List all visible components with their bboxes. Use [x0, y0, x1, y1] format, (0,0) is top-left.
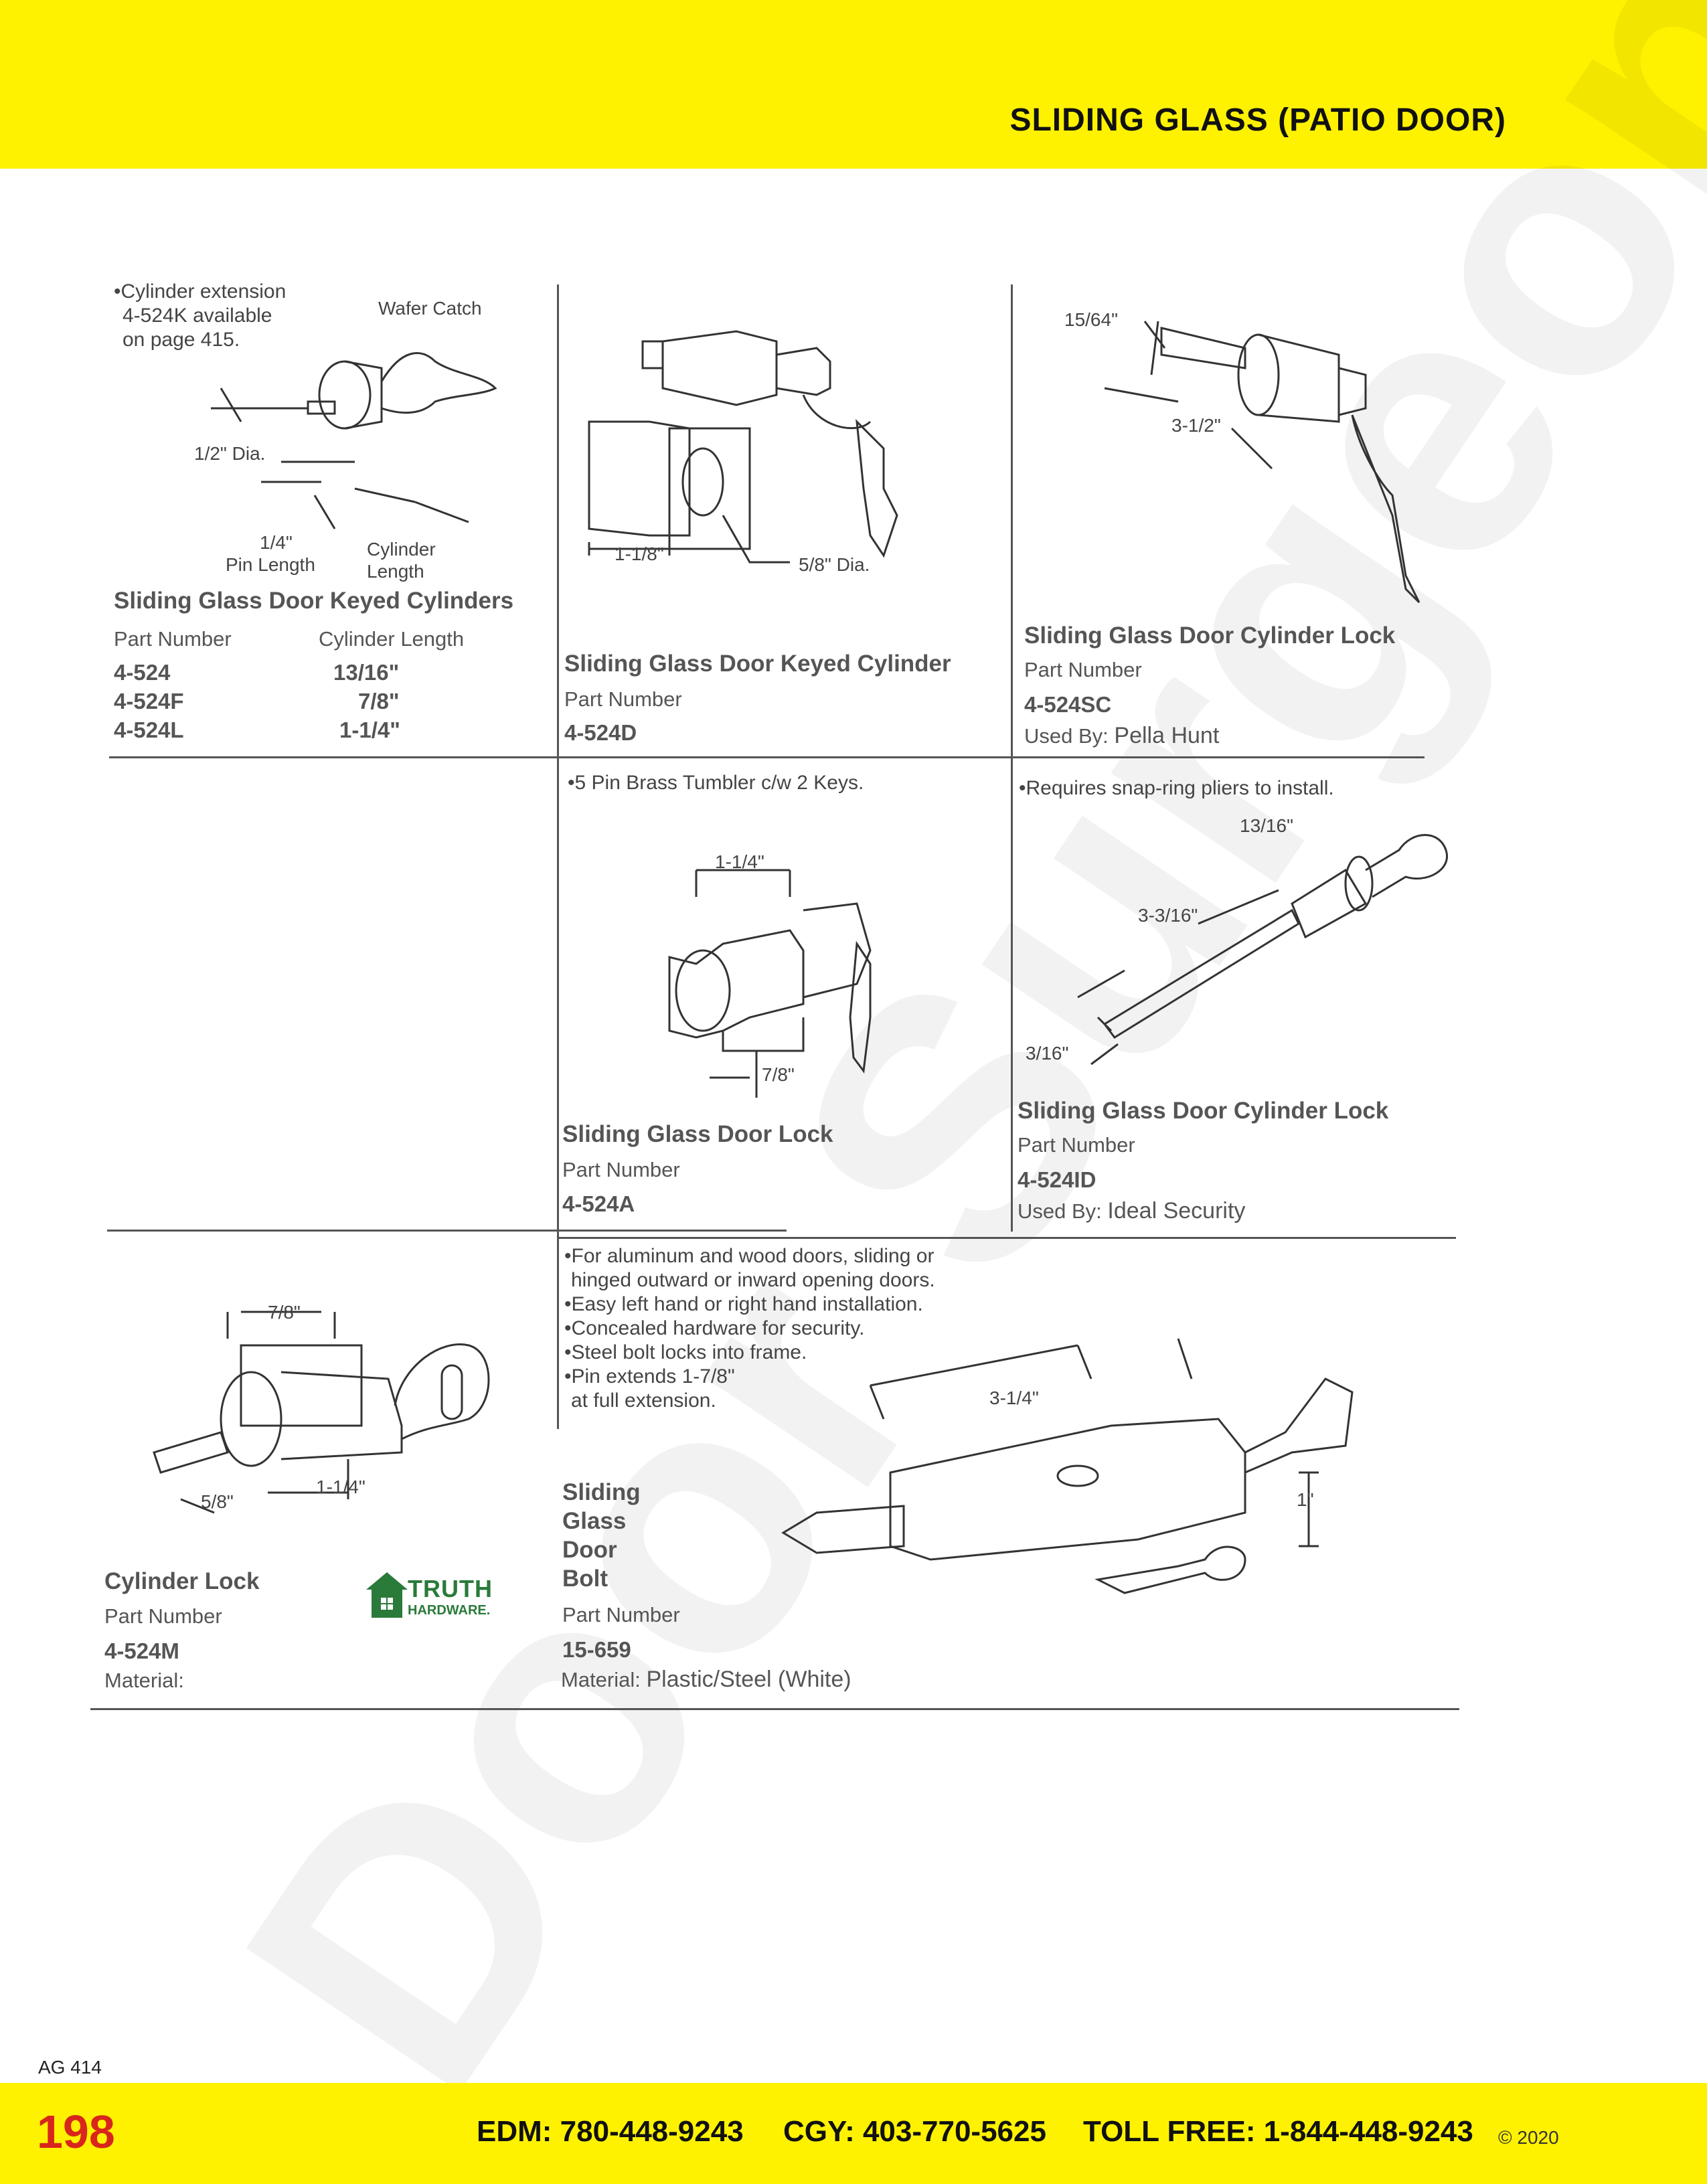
- phone-toll-free: TOLL FREE: 1-844-448-9243: [1083, 2115, 1473, 2148]
- used-by-label: Used By:: [1018, 1199, 1102, 1223]
- part-number: 4-524M: [104, 1639, 179, 1663]
- dimension-label: 1-1/8": [615, 543, 664, 564]
- product-title-line: Bolt: [562, 1566, 608, 1592]
- product-title: Sliding Glass Door Keyed Cylinder: [564, 651, 951, 677]
- dimension-label: 5/8": [201, 1491, 234, 1512]
- dimension-label: Pin Length: [226, 554, 315, 575]
- used-by: Used By: Pella Hunt: [1024, 723, 1219, 749]
- part-number: 4-524A: [562, 1191, 635, 1216]
- catalog-reference: AG 414: [38, 2057, 102, 2078]
- part-number: 4-524SC: [1024, 692, 1112, 717]
- dimension-label: 13/16": [1240, 815, 1294, 836]
- part-number-label: Part Number: [1018, 1133, 1135, 1157]
- footer-bar: [0, 2083, 1707, 2184]
- product-note: hinged outward or inward opening doors.: [571, 1269, 935, 1291]
- house-icon: [366, 1572, 408, 1618]
- used-by: Used By: Ideal Security: [1018, 1198, 1245, 1224]
- door-bolt-illustration: [781, 1338, 1354, 1594]
- cylinder-lock-illustration: [1104, 321, 1420, 604]
- material-label: Material:: [104, 1669, 184, 1692]
- dimension-label: 3/16": [1026, 1043, 1069, 1064]
- grid-divider-h3: [90, 1708, 1459, 1710]
- logo-text-truth: TRUTH: [408, 1575, 493, 1602]
- cylinder-length: 13/16": [333, 660, 400, 685]
- part-number-label: Part Number: [1024, 658, 1142, 681]
- product-title: Cylinder Lock: [104, 1568, 260, 1594]
- phone-edm: EDM: 780-448-9243: [477, 2115, 744, 2148]
- used-by-label: Used By:: [1024, 724, 1109, 748]
- part-number: 15-659: [562, 1637, 631, 1662]
- cylinder-lock-illustration: [153, 1311, 490, 1514]
- material: Material: Plastic/Steel (White): [561, 1667, 851, 1693]
- product-note: •5 Pin Brass Tumbler c/w 2 Keys.: [568, 772, 864, 794]
- dimension-label: 7/8": [762, 1064, 795, 1085]
- grid-divider-h2a: [107, 1230, 787, 1232]
- cylinder-length: 1-1/4": [339, 718, 400, 742]
- dimension-label: 5/8" Dia.: [799, 554, 870, 575]
- dimension-label: 3-3/16": [1138, 905, 1198, 926]
- truth-hardware-logo: TRUTH HARDWARE.: [363, 1570, 497, 1622]
- part-number-label: Part Number: [562, 1158, 680, 1181]
- product-note: at full extension.: [571, 1390, 716, 1412]
- part-number: 4-524F: [114, 689, 184, 713]
- keyed-cylinder-illustration: [588, 330, 898, 564]
- dimension-label: 1-1/4": [316, 1477, 365, 1497]
- product-title-line: Sliding: [562, 1479, 641, 1505]
- dimension-label: Cylinder: [367, 539, 436, 560]
- product-title: Sliding Glass Door Keyed Cylinders: [114, 588, 514, 614]
- dimension-label: 15/64": [1064, 309, 1119, 330]
- product-title: Sliding Glass Door Cylinder Lock: [1024, 622, 1396, 649]
- grid-divider-v1: [557, 284, 559, 1429]
- material-label: Material:: [561, 1668, 641, 1691]
- header-bar: [0, 0, 1707, 169]
- used-by-value: Ideal Security: [1107, 1198, 1246, 1224]
- dimension-label: Wafer Catch: [378, 298, 482, 319]
- note-line: •Cylinder extension: [114, 280, 287, 303]
- cylinder-lock-illustration: [1077, 834, 1449, 1066]
- part-number: 4-524L: [114, 718, 184, 742]
- part-number: 4-524D: [564, 720, 637, 745]
- dimension-label: 1/2" Dia.: [194, 443, 266, 464]
- used-by-value: Pella Hunt: [1114, 723, 1220, 748]
- product-title: Sliding Glass Door Lock: [562, 1121, 833, 1147]
- product-title-line: Door: [562, 1537, 617, 1563]
- part-number: 4-524ID: [1018, 1167, 1096, 1192]
- dimension-label: 1-1/4": [715, 851, 764, 872]
- dimension-label: 7/8": [268, 1302, 301, 1323]
- page-title: SLIDING GLASS (PATIO DOOR): [1009, 102, 1506, 138]
- grid-divider-h1: [109, 756, 1425, 758]
- product-note: •Concealed hardware for security.: [564, 1317, 865, 1339]
- product-note: •Easy left hand or right hand installati…: [564, 1293, 923, 1315]
- page-number: 198: [37, 2106, 115, 2158]
- column-header-part: Part Number: [114, 627, 232, 651]
- phone-cgy: CGY: 403-770-5625: [783, 2115, 1046, 2148]
- part-number-label: Part Number: [562, 1603, 680, 1626]
- part-number: 4-524: [114, 660, 171, 685]
- product-note: •Steel bolt locks into frame.: [564, 1341, 807, 1363]
- dimension-label: 3-1/2": [1171, 415, 1221, 436]
- product-note: •Pin extends 1-7/8": [564, 1365, 735, 1388]
- product-note: •Requires snap-ring pliers to install.: [1019, 777, 1334, 799]
- product-title: Sliding Glass Door Cylinder Lock: [1018, 1098, 1389, 1124]
- copyright: © 2020: [1498, 2127, 1559, 2148]
- product-note: •For aluminum and wood doors, sliding or: [564, 1245, 934, 1267]
- material-value: Plastic/Steel (White): [646, 1667, 851, 1692]
- logo-text-hardware: HARDWARE.: [408, 1603, 491, 1618]
- dimension-label: 1/4": [260, 532, 293, 553]
- product-title-line: Glass: [562, 1508, 627, 1534]
- note-line: on page 415.: [123, 329, 240, 351]
- column-header-length: Cylinder Length: [319, 627, 465, 651]
- note-line: 4-524K available: [123, 305, 272, 327]
- keyed-cylinder-illustration: [211, 352, 497, 529]
- cylinder-length: 7/8": [358, 689, 400, 713]
- part-number-label: Part Number: [104, 1604, 222, 1628]
- dimension-label: Length: [367, 561, 424, 582]
- dimension-label: 1": [1297, 1489, 1314, 1510]
- grid-divider-h2b: [557, 1237, 1456, 1239]
- dimension-label: 3-1/4": [989, 1388, 1039, 1408]
- door-lock-illustration: [668, 869, 872, 1098]
- part-number-label: Part Number: [564, 687, 682, 711]
